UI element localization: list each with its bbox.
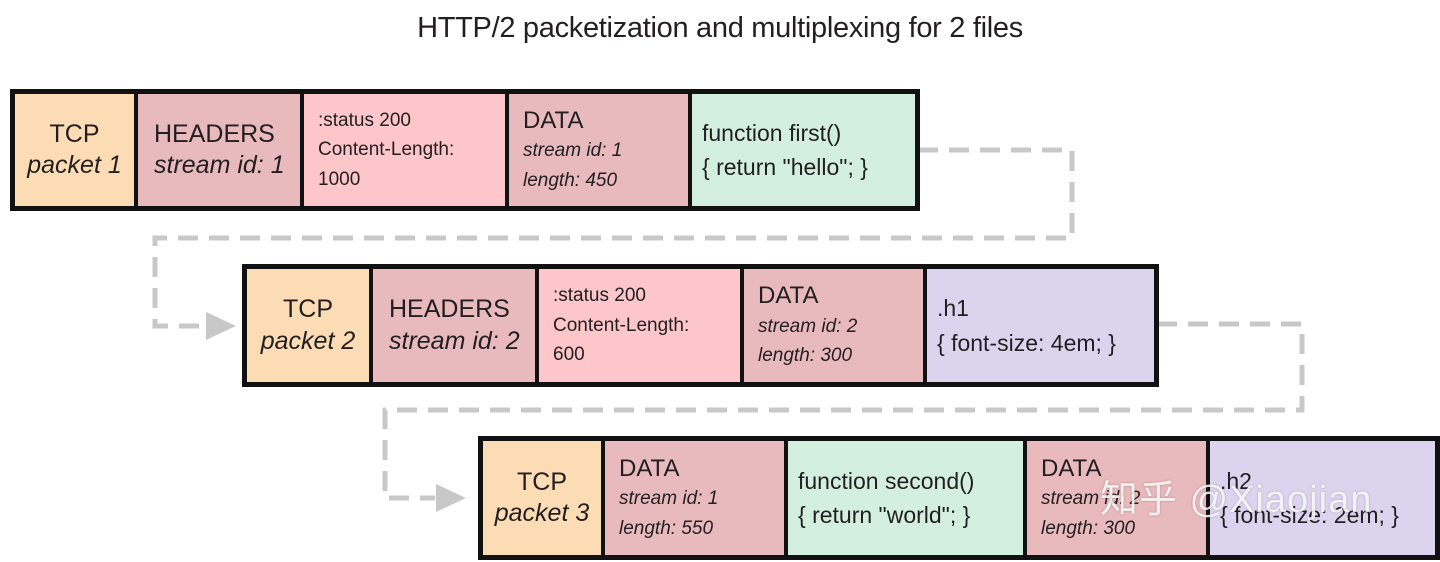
- headers-frame: HEADERS stream id: 1: [134, 94, 300, 206]
- data-frame: DATA stream id: 2 length: 300: [740, 269, 923, 382]
- arrowhead-packet-3: [436, 484, 466, 512]
- js-payload: function second() { return "world"; }: [784, 441, 1023, 555]
- connector-1-to-2: [152, 147, 1075, 329]
- headers-frame: HEADERS stream id: 2: [369, 269, 535, 382]
- tcp-packet-3: TCP packet 3 DATA stream id: 1 length: 5…: [478, 436, 1440, 560]
- watermark: 知乎 @Xiaojian: [1100, 479, 1373, 521]
- data-frame: DATA stream id: 1 length: 450: [505, 94, 688, 206]
- diagram-title: HTTP/2 packetization and multiplexing fo…: [417, 12, 1023, 44]
- tcp-packet-label: TCP packet 3: [483, 441, 601, 555]
- data-frame: DATA stream id: 1 length: 550: [601, 441, 784, 555]
- tcp-packet-1: TCP packet 1 HEADERS stream id: 1 :statu…: [10, 89, 920, 211]
- tcp-packet-label: TCP packet 2: [247, 269, 369, 382]
- js-payload: function first() { return "hello"; }: [688, 94, 915, 206]
- data-frame: DATA stream id: 2 length: 300: [1023, 441, 1206, 555]
- tcp-packet-2: TCP packet 2 HEADERS stream id: 2 :statu…: [242, 264, 1159, 387]
- headers-payload: :status 200 Content-Length: 600: [535, 269, 740, 382]
- css-payload: .h1 { font-size: 4em; }: [923, 269, 1154, 382]
- connector-2-to-3: [382, 321, 1305, 501]
- tcp-packet-label: TCP packet 1: [15, 94, 134, 206]
- headers-payload: :status 200 Content-Length: 1000: [300, 94, 505, 206]
- arrowhead-packet-2: [206, 312, 236, 340]
- css-payload: .h2 { font-size: 2em; }: [1206, 441, 1435, 555]
